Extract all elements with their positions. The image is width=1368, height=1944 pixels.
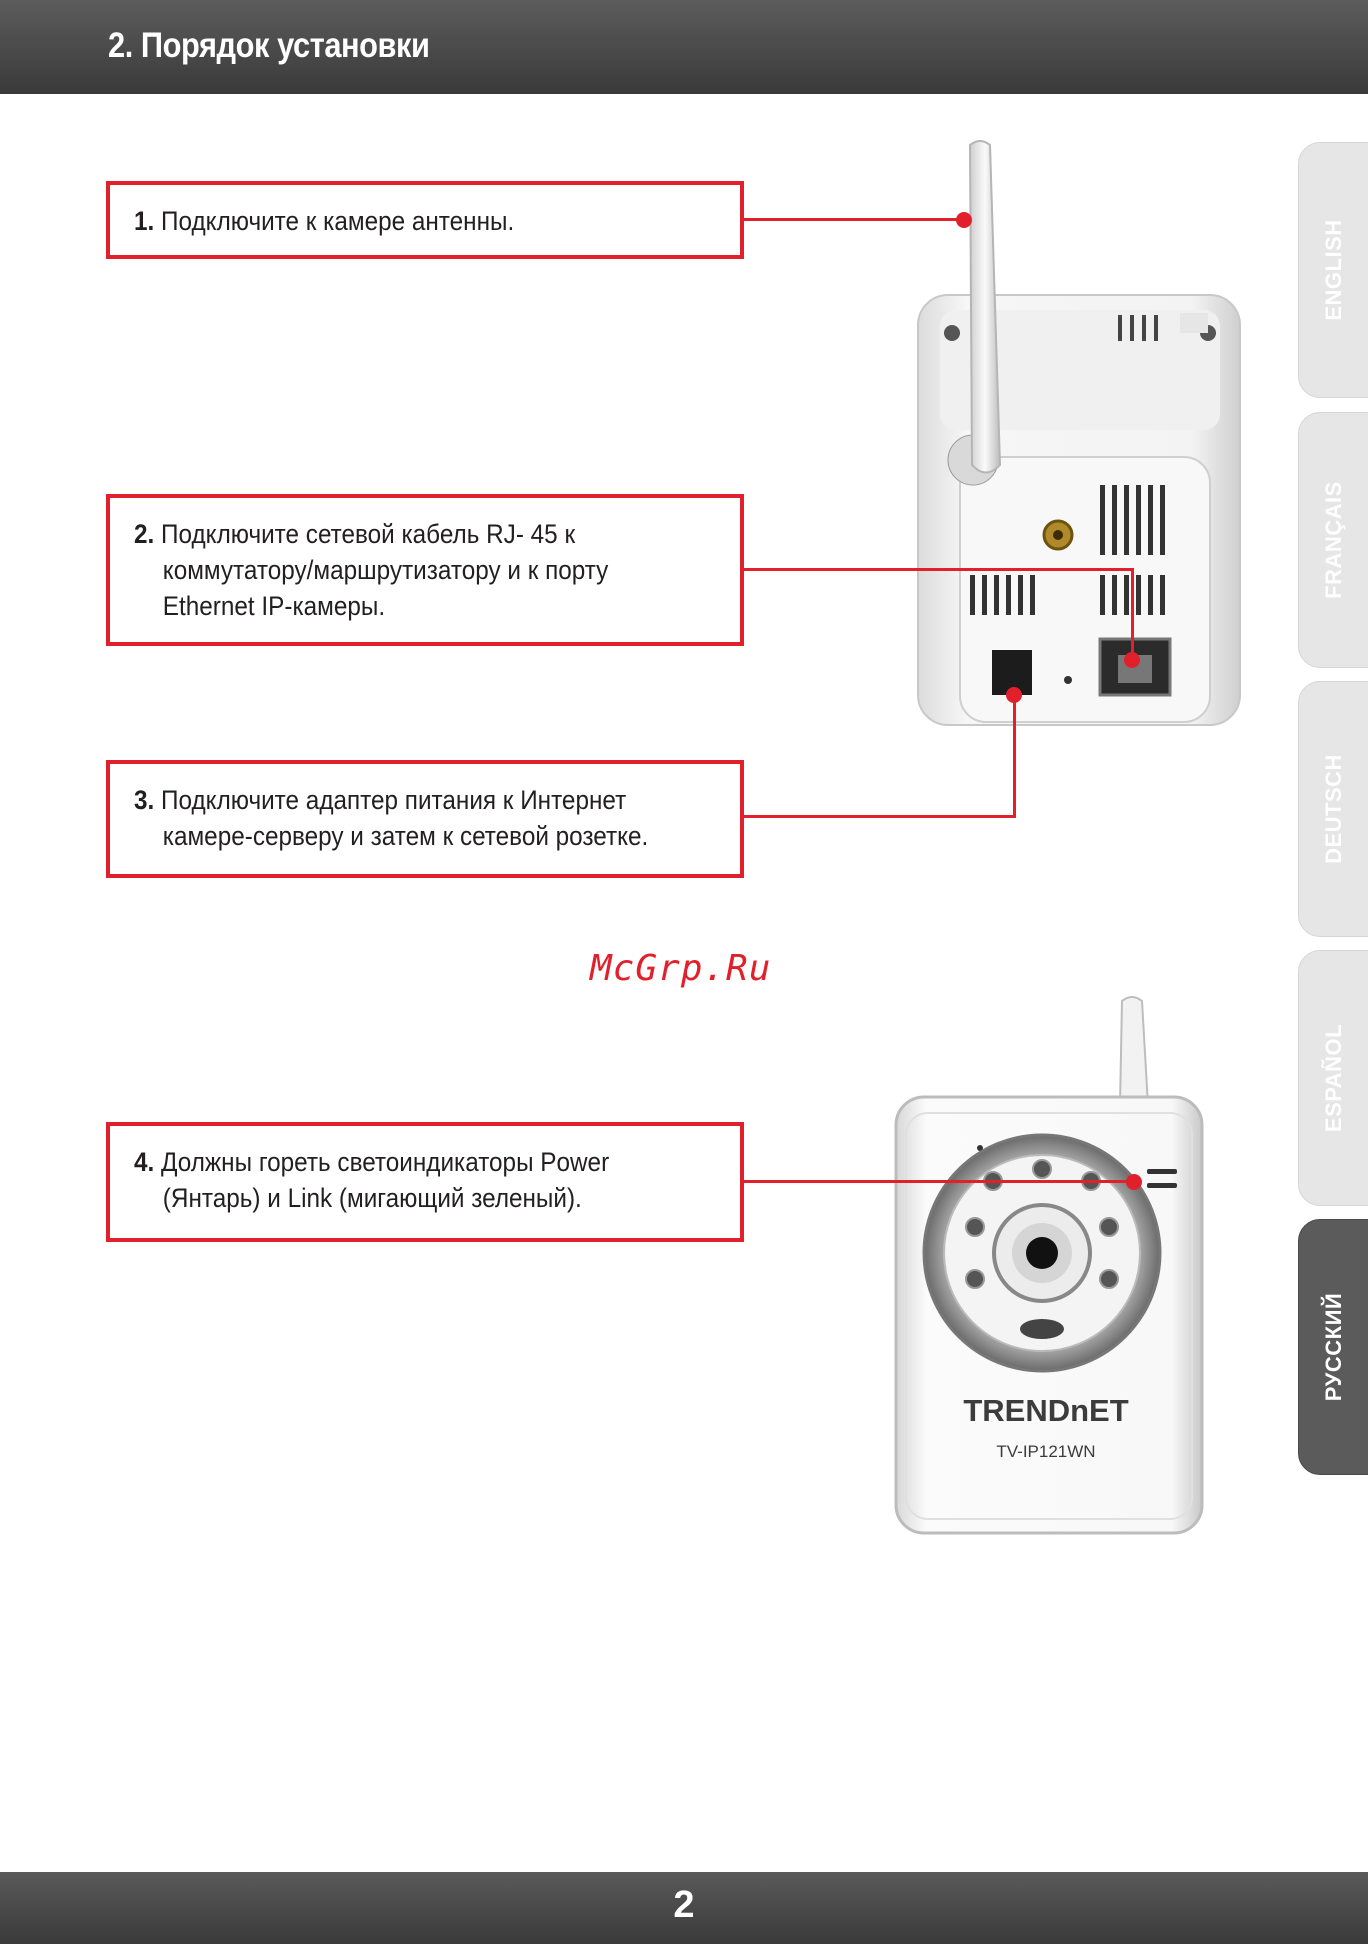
step-2-line-2: коммутатору/маршрутизатору и к порту bbox=[162, 555, 609, 585]
step-2-number: 2. bbox=[134, 519, 155, 549]
camera-brand-text: TRENDnET bbox=[963, 1393, 1128, 1428]
camera-back-image bbox=[917, 140, 1241, 726]
page-title: 2. Порядок установки bbox=[108, 26, 430, 65]
step-2-text-1: Подключите сетевой кабель RJ- 45 к bbox=[161, 519, 576, 549]
camera-model-text: TV-IP121WN bbox=[996, 1442, 1095, 1461]
tab-deutsch[interactable]: DEUTSCH bbox=[1298, 681, 1368, 937]
tab-russian-label: РУССКИЙ bbox=[1321, 1292, 1346, 1402]
step-3-line-1: 3. Подключите адаптер питания к Интернет bbox=[134, 782, 661, 818]
step-1-leader-line bbox=[744, 218, 964, 221]
camera-front-image: TRENDnET TV-IP121WN bbox=[894, 996, 1204, 1535]
step-3-leader-line bbox=[744, 815, 1016, 818]
step-2-line-1: 2. Подключите сетевой кабель RJ- 45 к bbox=[134, 516, 661, 552]
tab-francais[interactable]: FRANÇAIS bbox=[1298, 412, 1368, 668]
tab-francais-label: FRANÇAIS bbox=[1321, 481, 1346, 599]
step-2-line-3: Ethernet IP-камеры. bbox=[162, 591, 386, 621]
tab-deutsch-label: DEUTSCH bbox=[1321, 754, 1346, 864]
step-1-pointer-dot bbox=[956, 212, 972, 228]
step-4-text-1: Должны гореть светоиндикаторы Power bbox=[161, 1147, 610, 1177]
step-4-pointer-dot bbox=[1126, 1174, 1142, 1190]
step-1-number: 1. bbox=[134, 206, 155, 236]
step-1-text: Подключите к камере антенны. bbox=[161, 206, 515, 236]
tab-english[interactable]: ENGLISH bbox=[1298, 142, 1368, 398]
page-number: 2 bbox=[673, 1884, 695, 1926]
tab-english-label: ENGLISH bbox=[1321, 219, 1346, 321]
watermark-text: McGrp.Ru bbox=[590, 948, 772, 989]
step-4-line-2: (Янтарь) и Link (мигающий зеленый). bbox=[162, 1183, 582, 1213]
step-3-text-1: Подключите адаптер питания к Интернет bbox=[161, 785, 627, 815]
step-3-line-2: камере-серверу и затем к сетевой розетке… bbox=[162, 821, 649, 851]
step-3-pointer-dot bbox=[1006, 687, 1022, 703]
step-1-line-1: 1. Подключите к камере антенны. bbox=[134, 203, 661, 239]
step-1-box: 1. Подключите к камере антенны. bbox=[106, 181, 744, 259]
step-2-leader-line bbox=[744, 568, 1134, 571]
step-4-leader-line bbox=[744, 1180, 1134, 1183]
step-3-number: 3. bbox=[134, 785, 155, 815]
page-footer: 2 bbox=[0, 1872, 1368, 1944]
step-2-pointer-dot bbox=[1124, 652, 1140, 668]
step-4-number: 4. bbox=[134, 1147, 155, 1177]
step-3-leader-rise bbox=[1013, 696, 1016, 818]
step-3-box: 3. Подключите адаптер питания к Интернет… bbox=[106, 760, 744, 878]
page-header: 2. Порядок установки bbox=[0, 0, 1368, 94]
tab-espanol[interactable]: ESPAÑOL bbox=[1298, 950, 1368, 1206]
step-4-box: 4. Должны гореть светоиндикаторы Power (… bbox=[106, 1122, 744, 1242]
tab-espanol-label: ESPAÑOL bbox=[1321, 1023, 1346, 1133]
tab-russian[interactable]: РУССКИЙ bbox=[1298, 1219, 1368, 1475]
step-4-line-1: 4. Должны гореть светоиндикаторы Power bbox=[134, 1144, 661, 1180]
step-2-box: 2. Подключите сетевой кабель RJ- 45 к ко… bbox=[106, 494, 744, 646]
step-2-leader-drop bbox=[1131, 568, 1134, 660]
